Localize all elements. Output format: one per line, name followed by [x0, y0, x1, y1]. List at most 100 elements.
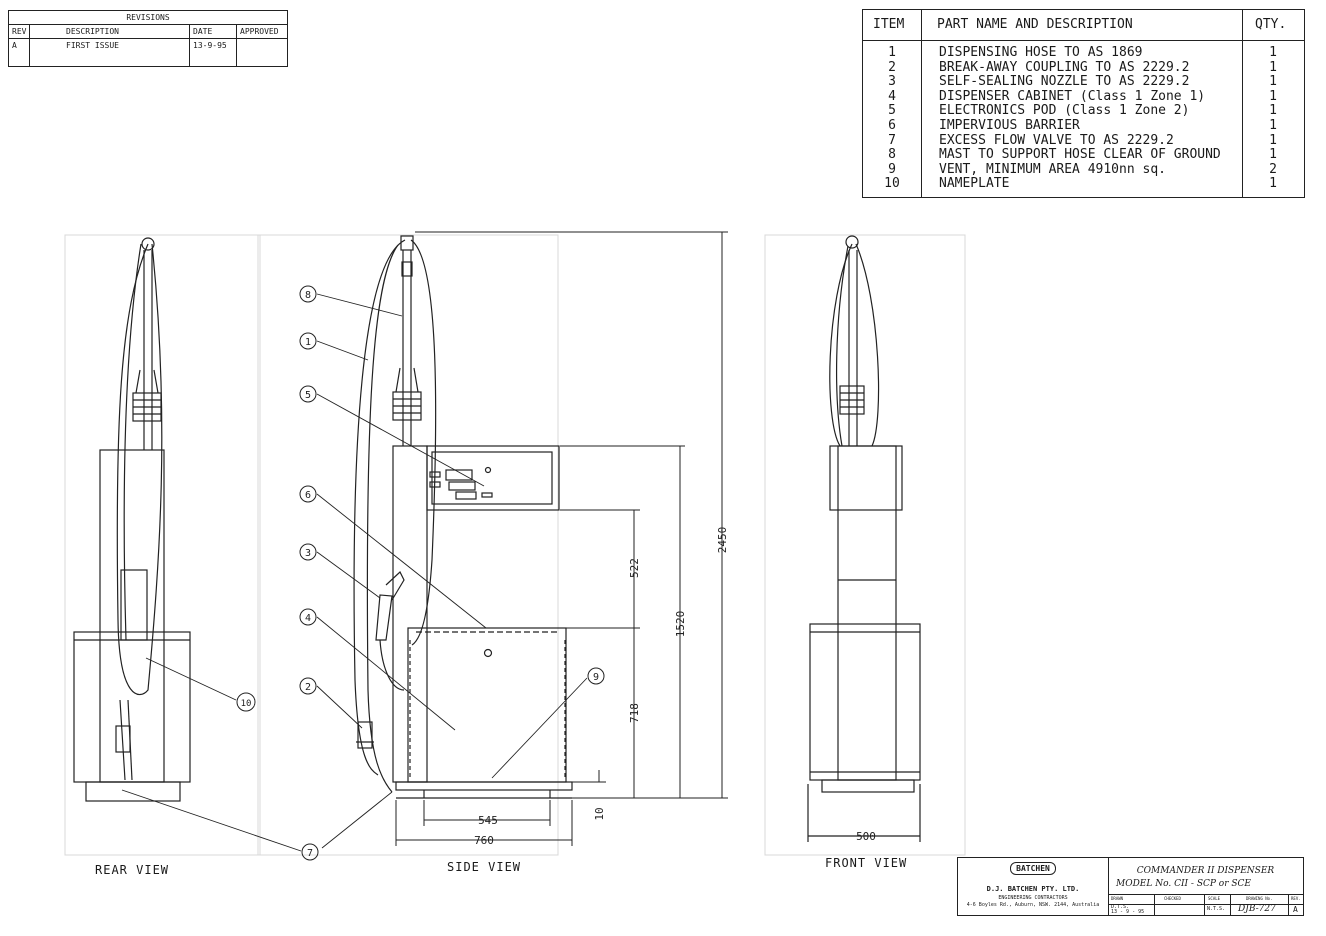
- callout-numbers: 8 1 5 6 3 4 2 9 7 10: [241, 290, 599, 859]
- rear-view-drawing: [73, 237, 191, 802]
- parts-row-description: EXCESS FLOW VALVE TO AS 2229.2: [939, 132, 1174, 148]
- callout-6: 6: [305, 490, 311, 501]
- parts-row-qty: 1: [1269, 74, 1277, 90]
- rear-hose: [116, 243, 163, 696]
- drawing-scale: N.T.S.: [1207, 906, 1226, 912]
- rev-col-header: REV: [12, 27, 27, 36]
- date-col-header: DATE: [189, 25, 236, 38]
- parts-row-item: 5: [888, 103, 896, 119]
- parts-row-item: 10: [884, 176, 900, 192]
- parts-row-description: IMPERVIOUS BARRIER: [939, 117, 1080, 133]
- rev-label: REV.: [1291, 896, 1301, 901]
- side-column: [392, 445, 428, 783]
- side-dimensions: [395, 231, 728, 846]
- electronics-pod: [426, 445, 560, 511]
- parts-row-qty: 1: [1269, 88, 1277, 104]
- dimension-labels: 2450 1520 522 718 10 545 760 500: [474, 527, 876, 847]
- description-col-header: DESCRIPTION: [29, 25, 189, 38]
- front-view-label: FRONT VIEW: [825, 856, 908, 870]
- side-hose: [353, 239, 437, 776]
- drawing-title-2: MODEL No. CII - SCP or SCE: [1116, 879, 1252, 889]
- scale-label: SCALE: [1208, 896, 1221, 901]
- item-col-header: ITEM: [873, 17, 905, 32]
- side-view-label: SIDE VIEW: [447, 860, 522, 874]
- company-address: 4-6 Boyles Rd., Auburn, NSW. 2144, Austr…: [966, 902, 1100, 908]
- dim-718: 718: [628, 703, 641, 723]
- rear-base: [85, 781, 181, 802]
- parts-row-description: VENT, MINIMUM AREA 4910nn sq.: [939, 161, 1166, 177]
- dim-545: 545: [478, 814, 498, 827]
- dim-500: 500: [856, 830, 876, 843]
- dim-10: 10: [593, 807, 606, 820]
- qty-col-header: QTY.: [1255, 17, 1287, 32]
- drawing-number: DJB-727: [1238, 904, 1276, 914]
- breakaway-coupling: [357, 721, 373, 749]
- item-column: 1 2 3 4 5 6 7 8 9 10: [863, 45, 921, 192]
- side-base: [395, 781, 573, 791]
- checked-label: CHECKED: [1164, 896, 1181, 901]
- callout-8: 8: [305, 290, 311, 301]
- callout-9: 9: [593, 672, 599, 683]
- company-name: D.J. BATCHEN PTY. LTD.: [986, 885, 1080, 893]
- parts-row-qty: 1: [1269, 117, 1277, 133]
- rear-cabinet: [73, 631, 191, 783]
- parts-row-qty: 1: [1269, 45, 1277, 60]
- company-sub: ENGINEERING CONTRACTORS: [998, 895, 1068, 901]
- batchen-logo: BATCHEN: [1010, 862, 1056, 875]
- description-col-header: PART NAME AND DESCRIPTION: [937, 17, 1133, 32]
- drawn-by: D.T.S.: [1111, 904, 1130, 910]
- drawing-date: 13 - 9 - 95: [1111, 909, 1145, 915]
- parts-row-item: 3: [888, 74, 896, 90]
- front-column: [837, 445, 897, 781]
- hose-hook: [400, 235, 414, 251]
- parts-row-item: 9: [888, 161, 896, 177]
- side-cabinet: [407, 627, 567, 783]
- parts-row-item: 1: [888, 45, 896, 60]
- parts-row-description: BREAK-AWAY COUPLING TO AS 2229.2: [939, 59, 1190, 75]
- revisions-title: REVISIONS: [9, 11, 287, 25]
- parts-row-qty: 1: [1269, 176, 1277, 192]
- parts-row-description: DISPENSER CABINET (Class 1 Zone 1): [939, 88, 1206, 104]
- parts-list-table: ITEM PART NAME AND DESCRIPTION QTY. 1 2 …: [862, 9, 1305, 198]
- callout-4: 4: [305, 613, 311, 624]
- parts-row-description: SELF-SEALING NOZZLE TO AS 2229.2: [939, 74, 1190, 90]
- drawing-no-label: DRAWING No.: [1246, 896, 1273, 901]
- parts-row-description: DISPENSING HOSE TO AS 1869: [939, 45, 1143, 60]
- dim-760: 760: [474, 834, 494, 847]
- parts-row-description: NAMEPLATE: [939, 176, 1010, 192]
- revision-rev: A: [12, 41, 17, 50]
- ghost-lines: [64, 234, 966, 856]
- qty-column: 1 1 1 1 1 1 1 1 2 1: [1242, 45, 1304, 192]
- drawing-rev: A: [1293, 905, 1298, 914]
- parts-row-qty: 2: [1269, 161, 1277, 177]
- callout-2: 2: [305, 682, 311, 693]
- dim-2450: 2450: [716, 527, 729, 554]
- parts-row-qty: 1: [1269, 59, 1277, 75]
- side-view-drawing: [121, 231, 728, 852]
- parts-row-qty: 1: [1269, 103, 1277, 119]
- front-hose: [829, 243, 880, 447]
- front-pod: [829, 445, 903, 511]
- parts-row-item: 2: [888, 59, 896, 75]
- nozzle: [375, 594, 393, 641]
- callout-leaders: [121, 293, 588, 852]
- callout-3: 3: [305, 548, 311, 559]
- callout-5: 5: [305, 390, 311, 401]
- front-view-drawing: [807, 235, 921, 842]
- parts-row-item: 4: [888, 88, 896, 104]
- parts-row-item: 7: [888, 132, 896, 148]
- approved-col-header: APPROVED: [236, 25, 287, 38]
- drawing-title-1: COMMANDER II DISPENSER: [1136, 866, 1275, 876]
- parts-row-qty: 1: [1269, 132, 1277, 148]
- parts-row-qty: 1: [1269, 147, 1277, 163]
- title-block: BATCHEN D.J. BATCHEN PTY. LTD. ENGINEERI…: [957, 857, 1304, 916]
- callout-1: 1: [305, 337, 311, 348]
- rear-view-label: REAR VIEW: [95, 863, 170, 877]
- callout-10: 10: [241, 699, 252, 709]
- rear-hose-hook: [141, 237, 155, 251]
- rear-nameplate: [120, 569, 148, 641]
- dim-522: 522: [628, 558, 641, 578]
- dim-1520: 1520: [674, 611, 687, 638]
- parts-row-description: MAST TO SUPPORT HOSE CLEAR OF GROUND: [939, 147, 1221, 163]
